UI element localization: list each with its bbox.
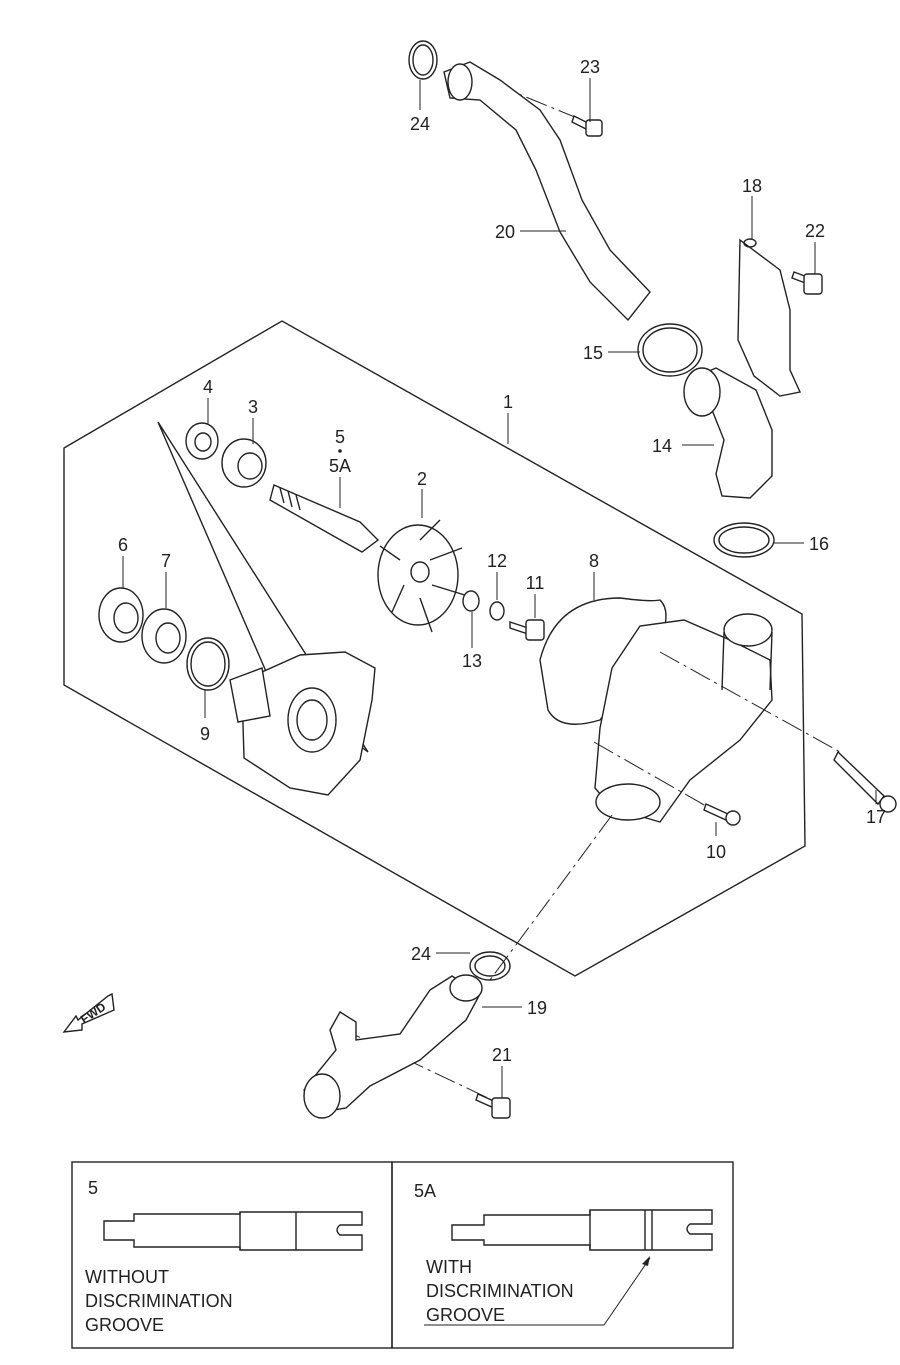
part-21-bolt — [475, 1093, 511, 1119]
centre-line-bolt-10 — [593, 741, 707, 807]
callout-17: 17 — [866, 807, 886, 827]
callout-6: 6 — [118, 535, 128, 555]
leader-lines — [122, 78, 877, 1098]
groove-pointer — [424, 1257, 651, 1326]
groove-pointer-arrowhead — [642, 1256, 650, 1266]
part-17-bolt — [833, 750, 897, 813]
callout-labels: 1 2 3 4 5 5A 6 7 8 9 10 11 12 13 14 15 1… — [118, 57, 886, 1065]
callout-16: 16 — [809, 534, 829, 554]
pump-cover — [594, 613, 773, 823]
part-15-clamp — [637, 323, 703, 377]
callout-24-bottom: 24 — [411, 944, 431, 964]
part-24-o-ring-top — [408, 40, 438, 80]
part-13-washer — [462, 590, 480, 612]
part-12-washer — [489, 601, 505, 621]
fwd-arrow-icon: FWD — [62, 992, 115, 1033]
callout-3: 3 — [248, 397, 258, 417]
callout-11: 11 — [526, 573, 545, 593]
callout-14: 14 — [652, 436, 672, 456]
detail-5a-title: 5A — [414, 1181, 436, 1201]
part-3-mechanical-seal — [221, 438, 267, 488]
callout-8: 8 — [589, 551, 599, 571]
part-10-bolt — [703, 803, 741, 826]
callout-15: 15 — [583, 343, 603, 363]
pump-case-inner — [229, 651, 376, 796]
detail-5a-caption-1: WITH — [426, 1257, 472, 1277]
centre-line-outlet — [489, 814, 613, 981]
part-16-clamp — [713, 522, 775, 558]
callout-5: 5 — [335, 427, 345, 447]
callout-7: 7 — [161, 551, 171, 571]
callout-4: 4 — [203, 377, 213, 397]
part-18-cover — [737, 238, 802, 397]
callout-20: 20 — [495, 222, 515, 242]
callout-9: 9 — [200, 724, 210, 744]
part-19-pipe — [303, 974, 483, 1119]
callout-22: 22 — [805, 221, 825, 241]
detail-5-title: 5 — [88, 1178, 98, 1198]
detail-5-caption-2: DISCRIMINATION — [85, 1291, 233, 1311]
callout-19: 19 — [527, 998, 547, 1018]
callout-18: 18 — [742, 176, 762, 196]
detail-5-caption-1: WITHOUT — [85, 1267, 169, 1287]
callout-10: 10 — [706, 842, 726, 862]
part-9-o-ring — [186, 637, 230, 691]
callout-21: 21 — [492, 1045, 512, 1065]
callout-23: 23 — [580, 57, 600, 77]
part-5-shaft — [269, 484, 380, 553]
part-8-gasket — [539, 597, 667, 725]
part-23-bolt — [571, 115, 603, 137]
detail-5a-caption-3: GROOVE — [426, 1305, 505, 1325]
part-24-o-ring-bottom — [469, 951, 511, 981]
part-20-pipe — [443, 61, 651, 322]
detail-box-5a: 5A WITH DISCRIMINATION GROOVE — [391, 1161, 734, 1349]
detail-5a-caption-2: DISCRIMINATION — [426, 1281, 574, 1301]
callout-12: 12 — [487, 551, 507, 571]
assembly-outline — [63, 320, 806, 977]
callout-5a: 5A — [329, 456, 351, 476]
callout-13: 13 — [462, 651, 482, 671]
part-22-bolt — [791, 271, 823, 295]
part-2-impeller — [377, 519, 469, 633]
detail-box-5: 5 WITHOUT DISCRIMINATION GROOVE — [71, 1161, 393, 1349]
part-6-bearing — [98, 587, 144, 643]
callout-5-dot — [338, 449, 342, 453]
part-4-seal — [185, 422, 219, 460]
callout-24-top: 24 — [410, 114, 430, 134]
part-7-bearing — [141, 608, 187, 664]
part-11-bolt — [509, 619, 545, 641]
callout-2: 2 — [417, 469, 427, 489]
part-14-hose — [683, 367, 773, 499]
detail-5-caption-3: GROOVE — [85, 1315, 164, 1335]
callout-1: 1 — [503, 392, 513, 412]
